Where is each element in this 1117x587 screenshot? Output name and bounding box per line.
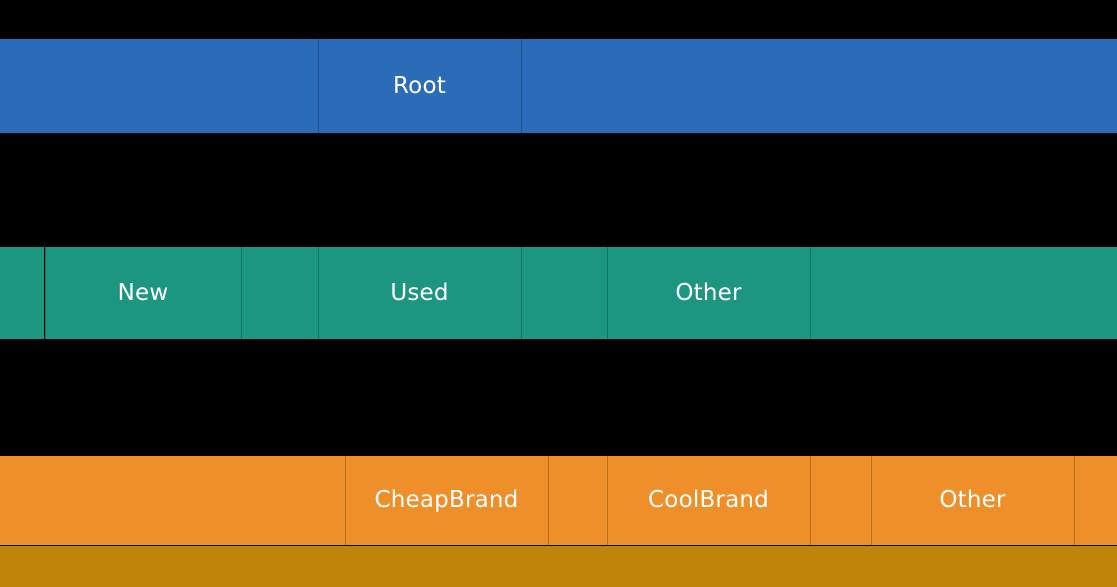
chart-level-condition-level: New Used Other — [0, 247, 1117, 339]
icicle-node-segment-2-0[interactable] — [0, 456, 345, 545]
icicle-node-segment-1-4[interactable] — [521, 247, 607, 339]
icicle-node-segment-2-6[interactable] — [1074, 456, 1117, 545]
chart-level-leaf-level — [0, 546, 1117, 587]
icicle-node-segment-1-2[interactable] — [241, 247, 318, 339]
icicle-node-segment-0-2[interactable] — [521, 39, 1117, 133]
icicle-node-segment-2-2[interactable] — [548, 456, 607, 545]
icicle-node-segment-2-4[interactable] — [810, 456, 871, 545]
icicle-node-segment-1-6[interactable] — [810, 247, 1117, 339]
icicle-node-label: New — [117, 279, 169, 306]
icicle-node-label: CheapBrand — [374, 487, 519, 513]
icicle-node-other-1-5[interactable]: Other — [607, 247, 810, 339]
icicle-node-root-0-1[interactable]: Root — [318, 39, 521, 133]
icicle-node-segment-0-0[interactable] — [0, 39, 318, 133]
icicle-node-segment-3-0[interactable] — [0, 546, 1117, 587]
chart-level-root-level: Root — [0, 39, 1117, 133]
icicle-node-used-1-3[interactable]: Used — [318, 247, 521, 339]
icicle-node-segment-1-0[interactable] — [0, 247, 44, 339]
icicle-node-label: Other — [939, 487, 1006, 513]
icicle-node-label: CoolBrand — [648, 487, 769, 513]
icicle-node-label: Root — [393, 72, 446, 99]
icicle-node-cheapbrand-2-1[interactable]: CheapBrand — [345, 456, 548, 545]
icicle-node-label: Other — [675, 279, 742, 306]
chart-level-brand-level: CheapBrand CoolBrand Other — [0, 456, 1117, 545]
icicle-node-coolbrand-2-3[interactable]: CoolBrand — [607, 456, 810, 545]
icicle-node-label: Used — [390, 279, 449, 306]
icicle-node-new-1-1[interactable]: New — [45, 247, 241, 339]
icicle-node-other-2-5[interactable]: Other — [871, 456, 1074, 545]
